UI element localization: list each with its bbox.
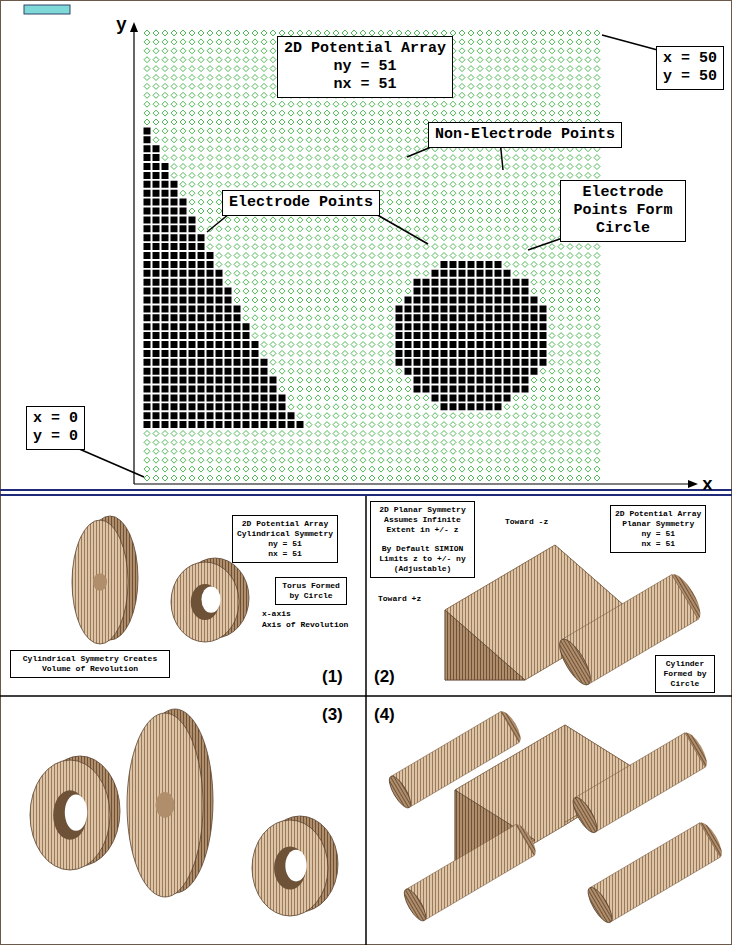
text-box: 2D Planar Symmetry Assumes Infinite Exte… <box>370 501 475 578</box>
box-text: y = 0 <box>33 428 78 446</box>
box-text: 2D Planar Symmetry Assumes Infinite Exte… <box>375 505 470 535</box>
direction-note: Toward -z <box>505 517 548 527</box>
cylinder-body <box>391 712 519 808</box>
divider-line <box>0 489 732 491</box>
figure-panel: (4) <box>366 697 732 945</box>
electrode-points <box>144 127 547 428</box>
cylinder <box>569 729 711 836</box>
cylinder-body <box>406 825 534 921</box>
box-text: Electrode Points Form Circle <box>567 184 679 238</box>
cylinder-cap <box>569 794 601 836</box>
torus <box>252 816 338 916</box>
torus-front <box>171 562 239 642</box>
cylinder <box>400 821 539 923</box>
cylinder <box>385 708 524 810</box>
disk <box>127 709 213 897</box>
disk-hub <box>156 792 175 818</box>
text-box: 2D Potential ArrayCylindrical Symmetryny… <box>232 515 338 563</box>
text-box: x = 50y = 50 <box>656 46 724 90</box>
torus <box>171 558 249 642</box>
non-electrode-points <box>144 30 600 481</box>
panel-number: (2) <box>374 667 395 687</box>
box-text: ny = 51 <box>237 539 333 549</box>
box-text: nx = 51 <box>237 549 333 559</box>
torus-hole <box>53 790 87 840</box>
panel-number: (3) <box>322 705 343 725</box>
text-box: 2D Potential Arrayny = 51nx = 51 <box>277 36 453 98</box>
text-box: Cylindrical Symmetry Creates Volume of R… <box>10 650 170 678</box>
torus-front <box>252 820 328 916</box>
box-text: 2D Potential Array <box>237 519 333 529</box>
cylinder <box>584 819 726 926</box>
panel-separator <box>0 695 732 697</box>
disk <box>72 516 138 644</box>
box-text: Non-Electrode Points <box>435 126 615 144</box>
box-text: Cylindrical Symmetry <box>237 529 333 539</box>
panel-number: (1) <box>322 667 343 687</box>
axis-label: x <box>702 474 713 496</box>
text-box: Electrode Points <box>222 190 380 216</box>
box-text: ny = 51 <box>615 529 701 539</box>
torus-front <box>30 760 110 870</box>
box-text: Cylindrical Symmetry Creates Volume of R… <box>15 654 165 674</box>
box-text: y = 50 <box>663 68 717 86</box>
cylinder-cap <box>584 884 616 926</box>
text-box: Non-Electrode Points <box>428 122 622 148</box>
text-box: 2D Potential ArrayPlanar Symmetryny = 51… <box>610 505 706 553</box>
axis-arrowhead <box>688 480 698 488</box>
disk-front <box>72 520 128 644</box>
cylinder-cap <box>385 773 414 810</box>
potential-grid <box>144 30 601 481</box>
figure-panel: (3) <box>0 697 366 945</box>
box-text: x = 0 <box>33 410 78 428</box>
x-axis <box>134 483 690 484</box>
box-text: nx = 51 <box>615 539 701 549</box>
box-text: 2D Potential Array <box>615 509 701 519</box>
cylinder-cap <box>400 886 429 923</box>
axis-note: Axis of Revolution <box>262 620 348 630</box>
box-text: Torus Formed by Circle <box>280 581 342 601</box>
box-text: Electrode Points <box>229 194 373 212</box>
disk-hub <box>93 573 107 590</box>
torus-hole <box>274 846 306 889</box>
cylinder-cap <box>554 635 596 689</box>
divider-line <box>0 494 732 496</box>
torus <box>30 756 120 870</box>
leader-lines <box>70 35 665 477</box>
axis-note: x-axis <box>262 609 291 619</box>
box-text: Cylinder Formed by Circle <box>660 659 710 689</box>
direction-note: Toward +z <box>378 594 421 604</box>
window-badge <box>24 5 70 14</box>
torus-hole-opening <box>285 850 306 882</box>
text-box: Cylinder Formed by Circle <box>655 655 715 693</box>
panel-number: (4) <box>374 705 395 725</box>
text-box: x = 0y = 0 <box>26 406 85 450</box>
axis-arrowhead <box>130 22 138 32</box>
box-text: 2D Potential Array <box>284 40 446 58</box>
y-axis <box>133 30 134 484</box>
figure-panel: (1)2D Potential ArrayCylindrical Symmetr… <box>0 497 366 696</box>
torus-hole-opening <box>201 586 220 612</box>
torus-hole-opening <box>65 794 87 830</box>
disk-front <box>127 713 203 897</box>
text-box: Torus Formed by Circle <box>275 577 347 605</box>
box-text: x = 50 <box>663 50 717 68</box>
text-box: Electrode Points Form Circle <box>560 180 686 242</box>
box-text: By Default SIMION Limits z to +/- ny (Ad… <box>375 544 470 574</box>
box-text: ny = 51 <box>284 58 446 76</box>
axis-label: y <box>116 14 127 36</box>
box-text: nx = 51 <box>284 76 446 94</box>
panel-separator <box>365 496 367 945</box>
box-text: Planar Symmetry <box>615 519 701 529</box>
prism-front <box>445 610 525 680</box>
